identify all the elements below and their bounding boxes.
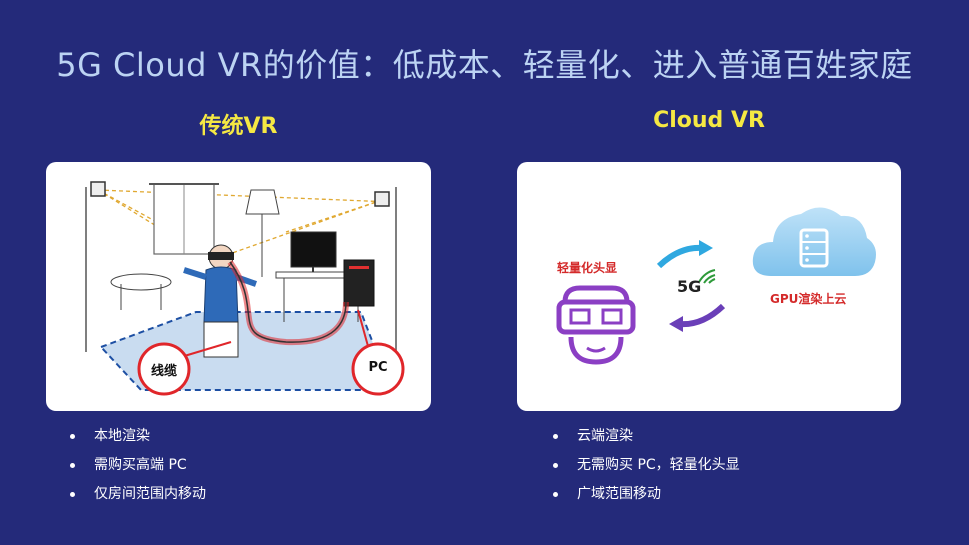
headset-label: 轻量化头显	[557, 261, 618, 275]
uplink-arrow-icon	[656, 240, 713, 269]
cable-callout-label: 线缆	[150, 364, 177, 379]
bullet-item: 广域范围移动	[553, 480, 740, 509]
bullet-item: 无需购买 PC，轻量化头显	[553, 451, 740, 480]
bullet-item: 云端渲染	[553, 422, 740, 451]
cloud-server-icon	[752, 207, 876, 276]
bullet-item: 需购买高端 PC	[70, 451, 206, 480]
bullet-item: 本地渲染	[70, 422, 206, 451]
room-scene-illustration	[85, 181, 405, 396]
cloud-vr-bullets: 云端渲染 无需购买 PC，轻量化头显 广域范围移动	[553, 422, 740, 509]
signal-icon	[698, 269, 716, 284]
bullet-item: 仅房间范围内移动	[70, 480, 206, 509]
base-station-left	[90, 181, 106, 197]
slide-title: 5G Cloud VR的价值：低成本、轻量化、进入普通百姓家庭	[56, 46, 913, 84]
traditional-vr-illustration: 线缆 PC	[46, 162, 431, 411]
traditional-vr-bullets: 本地渲染 需购买高端 PC 仅房间范围内移动	[70, 422, 206, 509]
cloud-gpu-label: GPU渲染上云	[770, 292, 847, 306]
traditional-vr-heading: 传统VR	[199, 114, 278, 139]
pc-callout-label: PC	[368, 360, 388, 375]
base-station-right	[374, 191, 390, 207]
cloud-vr-illustration: 轻量化头显 5G	[517, 162, 901, 411]
downlink-arrow-icon	[669, 303, 726, 332]
network-5g-label: 5G	[677, 277, 702, 296]
vr-headset-icon	[556, 285, 636, 365]
cloud-vr-heading: Cloud VR	[653, 108, 765, 133]
